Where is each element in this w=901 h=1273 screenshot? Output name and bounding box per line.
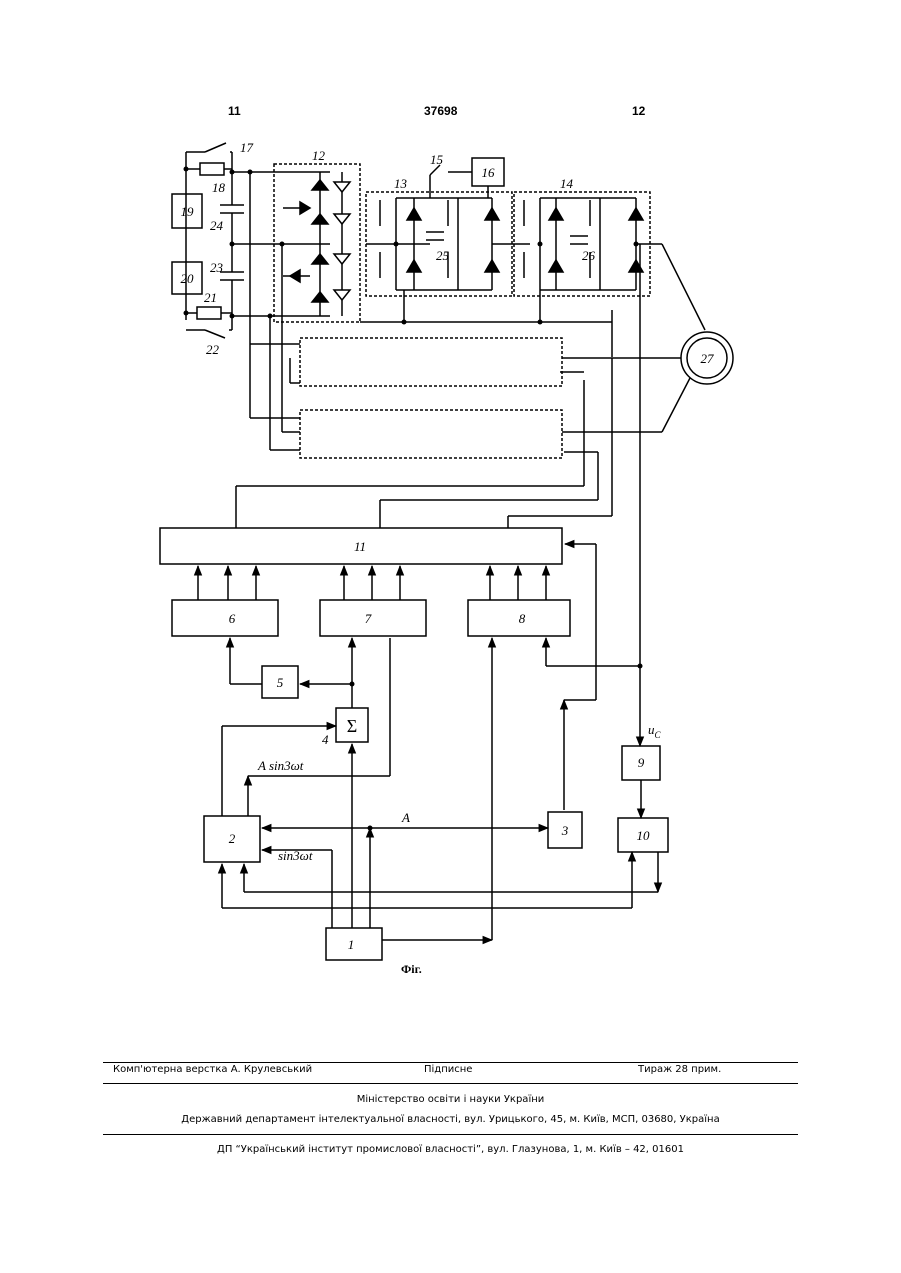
signal-a: A — [401, 810, 410, 825]
control-block-lower — [300, 410, 562, 458]
label-13: 13 — [394, 176, 408, 191]
signed-note: Підписне — [424, 1064, 472, 1075]
label-11: 11 — [354, 539, 366, 554]
circulation: Тираж 28 прим. — [638, 1064, 721, 1075]
signal-uc: uC — [648, 722, 662, 740]
label-3: 3 — [561, 823, 569, 838]
footer-rule-1 — [103, 1062, 798, 1063]
label-18: 18 — [212, 180, 226, 195]
signal-sin3wt: sin3ωt — [278, 848, 313, 863]
label-27: 27 — [701, 351, 715, 366]
footer-rule-2 — [103, 1083, 798, 1084]
sigma-symbol: Σ — [347, 716, 357, 736]
block-6 — [172, 600, 278, 636]
block-diagram: 1 2 3 4 5 6 7 8 9 10 11 12 13 14 15 16 1… — [0, 0, 901, 1000]
label-15: 15 — [430, 152, 444, 167]
label-5: 5 — [277, 675, 284, 690]
label-22: 22 — [206, 342, 220, 357]
label-25: 25 — [436, 248, 450, 263]
label-20: 20 — [181, 271, 195, 286]
label-21: 21 — [204, 290, 217, 305]
label-10: 10 — [637, 828, 651, 843]
label-1: 1 — [348, 937, 355, 952]
footer-rule-3 — [103, 1134, 798, 1135]
label-8: 8 — [519, 611, 526, 626]
institute-line: ДП “Український інститут промислової вла… — [0, 1144, 901, 1155]
layout-credit: Комп'ютерна верстка А. Крулевський — [113, 1064, 312, 1075]
label-23: 23 — [210, 260, 224, 275]
label-12: 12 — [312, 148, 326, 163]
ministry-line: Міністерство освіти і науки України — [0, 1094, 901, 1105]
label-14: 14 — [560, 176, 574, 191]
signal-a-sin3wt: A sin3ωt — [257, 758, 304, 773]
label-4: 4 — [322, 732, 329, 747]
label-6: 6 — [229, 611, 236, 626]
label-17: 17 — [240, 140, 254, 155]
label-16: 16 — [482, 165, 496, 180]
block-7 — [320, 600, 426, 636]
resistor-21 — [197, 307, 221, 319]
label-7: 7 — [365, 611, 372, 626]
figure-caption: Фіг. — [401, 962, 422, 977]
department-line: Державний департамент інтелектуальної вл… — [0, 1114, 901, 1125]
control-block-upper — [300, 338, 562, 386]
resistor-18 — [200, 163, 224, 175]
label-26: 26 — [582, 248, 596, 263]
label-19: 19 — [181, 204, 195, 219]
label-24: 24 — [210, 218, 224, 233]
label-9: 9 — [638, 755, 645, 770]
label-2: 2 — [229, 831, 236, 846]
